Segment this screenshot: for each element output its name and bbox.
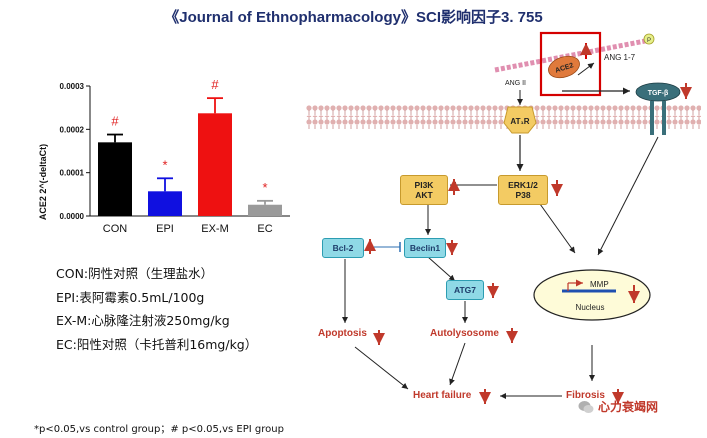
erk-p38-node: ERK1/2 P38	[498, 175, 548, 205]
brand-watermark: 心力衰竭网	[578, 398, 658, 415]
at1r-label: AT₁R	[510, 117, 529, 126]
ang2-label: ANG II	[505, 80, 526, 87]
akt-label: AKT	[415, 190, 433, 200]
beclin-to-atg7-arrow	[427, 256, 456, 282]
atg7-node: ATG7	[446, 280, 484, 300]
y-axis-label: ACE2 2^(-deltaCt)	[38, 144, 48, 220]
x-tick-label: EX-M	[201, 223, 229, 235]
ace2-highlight-box	[539, 31, 602, 97]
paper-title: 《Journal of Ethnopharmacology》SCI影响因子3. …	[164, 9, 543, 26]
significance-marker: #	[211, 77, 219, 92]
chart-bars: # CON * EPI # EX-M * EC	[98, 77, 282, 235]
bcl2-node: Bcl-2	[322, 238, 364, 258]
beclin1-node: Beclin1	[404, 238, 446, 258]
tgfb-receptor-left	[650, 101, 654, 135]
y-tick-label: 0.0003	[60, 82, 85, 91]
mmp-label: MMP	[590, 280, 609, 289]
significance-marker: #	[111, 114, 119, 129]
group-legend-con: CON:阴性对照（生理盐水）	[56, 266, 214, 281]
y-tick-label: 0.0001	[60, 169, 85, 178]
pathway-diagram: P ACE2 ANG 1-7 ANG II AT₁R TGF-β MMP	[306, 31, 701, 404]
significance-footnote: *p<0.05,vs control group；# p<0.05,vs EPI…	[34, 424, 284, 435]
tgfb-receptor-right	[662, 101, 666, 135]
ang17-label: ANG 1-7	[604, 53, 636, 62]
beclin1-label: Beclin1	[409, 243, 441, 253]
fibrosis-label: Fibrosis	[566, 390, 605, 401]
x-tick-label: EC	[257, 223, 272, 235]
y-tick-label: 0.0000	[60, 212, 85, 221]
nucleus-label: Nucleus	[576, 303, 605, 312]
brand-name: 心力衰竭网	[598, 400, 659, 414]
ace2-conversion-arrow	[577, 62, 595, 76]
ace2-enzyme-shape	[548, 55, 580, 79]
heart-failure-label: Heart failure	[413, 390, 472, 401]
tgfb-to-nucleus-arrow	[597, 136, 659, 256]
significance-marker: *	[162, 157, 167, 172]
phospho-badge	[643, 33, 655, 45]
x-tick-label: EPI	[156, 223, 174, 235]
phospho-badge-label: P	[647, 38, 651, 44]
bar	[248, 204, 282, 216]
group-legend-ec: EC:阳性对照（卡托普利16mg/kg）	[56, 337, 258, 352]
pi3k-akt-node: PI3K AKT	[400, 175, 448, 205]
tgfb-label: TGF-β	[648, 90, 669, 97]
significance-marker: *	[262, 180, 267, 195]
at1r-receptor	[503, 106, 537, 134]
erk-to-nucleus-arrow	[534, 196, 576, 254]
p38-label: P38	[515, 190, 531, 200]
x-tick-label: CON	[103, 223, 128, 235]
autolysosome-label: Autolysosome	[430, 328, 499, 339]
bar	[198, 113, 232, 216]
autolysosome-to-hf-arrow	[449, 342, 466, 386]
erk-label: ERK1/2	[508, 180, 538, 190]
atg7-label: ATG7	[453, 285, 477, 295]
bar	[98, 142, 132, 216]
bcl2-label: Bcl-2	[332, 243, 354, 253]
ace2-bar-chart: ACE2 2^(-deltaCt) 0.0000 0.0001 0.0002 0.00…	[38, 77, 290, 235]
wechat-icon	[578, 400, 594, 413]
group-legend-epi: EPI:表阿霉素0.5mL/100g	[56, 290, 205, 305]
apoptosis-to-hf-arrow	[354, 346, 409, 390]
nucleus-shape	[533, 269, 651, 321]
apoptosis-label: Apoptosis	[318, 328, 367, 339]
y-tick-label: 0.0002	[60, 125, 85, 134]
pi3k-label: PI3K	[414, 180, 434, 190]
peptide-chain	[494, 38, 646, 73]
group-legend-exm: EX-M:心脉隆注射液250mg/kg	[56, 313, 230, 328]
bar	[148, 191, 182, 216]
cell-membrane-upper	[306, 105, 701, 117]
